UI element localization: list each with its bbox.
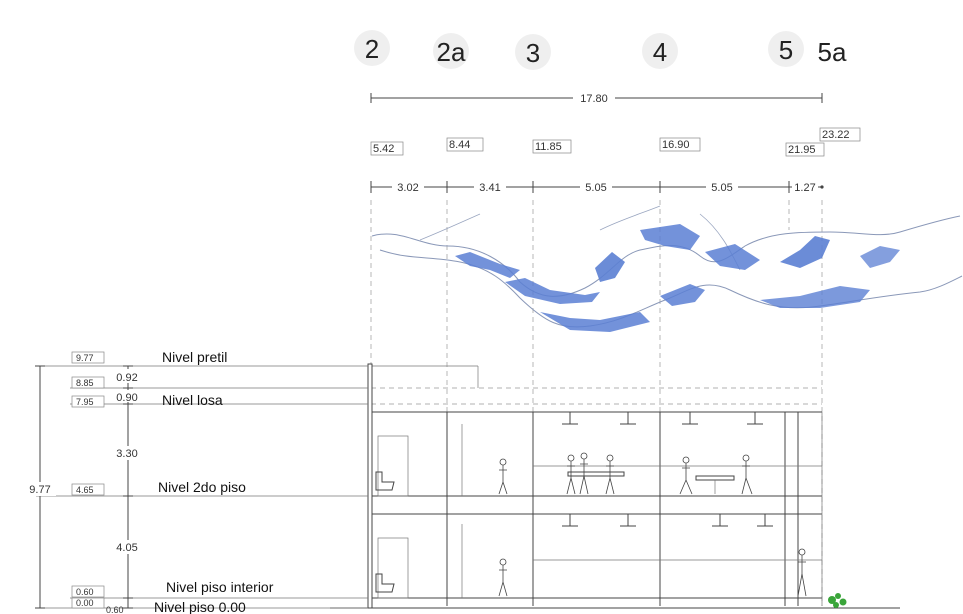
station-mark-4: 16.90 (662, 139, 690, 151)
station-mark-5: 21.95 (788, 144, 816, 156)
level-elevation-piso-interior: 0.60 (76, 587, 94, 597)
level-name-piso-0: Nivel piso 0.00 (154, 599, 246, 614)
vertical-dimension-2: 0.90 (116, 392, 137, 404)
grid-axis-labels: 2 2a 3 4 5 5a (354, 30, 847, 70)
total-dimension-line: 17.80 (370, 91, 823, 105)
vertical-dimension-5: 0.60 (106, 605, 124, 614)
level-name-pretil: Nivel pretil (162, 349, 227, 365)
level-name-piso-interior: Nivel piso interior (166, 579, 274, 595)
tree-canopy (371, 205, 963, 332)
station-mark-1: 5.42 (373, 143, 394, 155)
level-elevation-2do-piso: 4.65 (76, 485, 94, 495)
bay-dimension-5: 1.27 (794, 182, 815, 194)
total-height-label: 9.77 (29, 484, 50, 496)
grid-bubble-3 (515, 34, 551, 70)
station-mark-2: 8.44 (449, 139, 470, 151)
bay-dimension-3: 5.05 (585, 182, 606, 194)
grid-bubble-4 (642, 33, 678, 69)
vertical-dimension-1: 0.92 (116, 372, 137, 384)
station-marks: 5.42 8.44 11.85 16.90 21.95 23.22 (370, 127, 861, 157)
bay-dimension-4: 5.05 (711, 182, 732, 194)
total-dimension-label: 17.80 (580, 93, 608, 105)
grid-axis-3: 3 (526, 38, 540, 68)
level-elevation-piso-0: 0.00 (76, 598, 94, 608)
level-elevation-pretil: 9.77 (76, 353, 94, 363)
level-elevation-losa: 7.95 (76, 397, 94, 407)
bay-dimension-1: 3.02 (397, 182, 418, 194)
grid-axis-2: 2 (365, 34, 379, 64)
vertical-dimension-3: 3.30 (116, 448, 137, 460)
grid-bubble-2a (433, 33, 469, 69)
building-section (330, 363, 900, 609)
grid-axis-5: 5 (779, 35, 793, 65)
grid-bubble-5 (768, 31, 804, 67)
station-mark-3: 11.85 (535, 141, 562, 153)
bay-dimension-2: 3.41 (479, 182, 500, 194)
level-elevation-8-85: 8.85 (76, 378, 94, 388)
grid-axis-5a: 5a (818, 37, 847, 67)
level-annotations: 9.77 8.85 7.95 4.65 0.60 0.00 Nivel pret… (24, 349, 368, 614)
grid-axis-2a: 2a (437, 37, 466, 67)
bay-dimension-chain: 3.02 3.41 5.05 5.05 1.27 (370, 181, 824, 194)
level-name-losa: Nivel losa (162, 392, 223, 408)
grid-bubble-2 (354, 30, 390, 66)
grid-axis-4: 4 (653, 37, 667, 67)
station-mark-6: 23.22 (822, 129, 850, 141)
level-name-2do-piso: Nivel 2do piso (158, 479, 246, 495)
vertical-dimension-4: 4.05 (116, 542, 137, 554)
